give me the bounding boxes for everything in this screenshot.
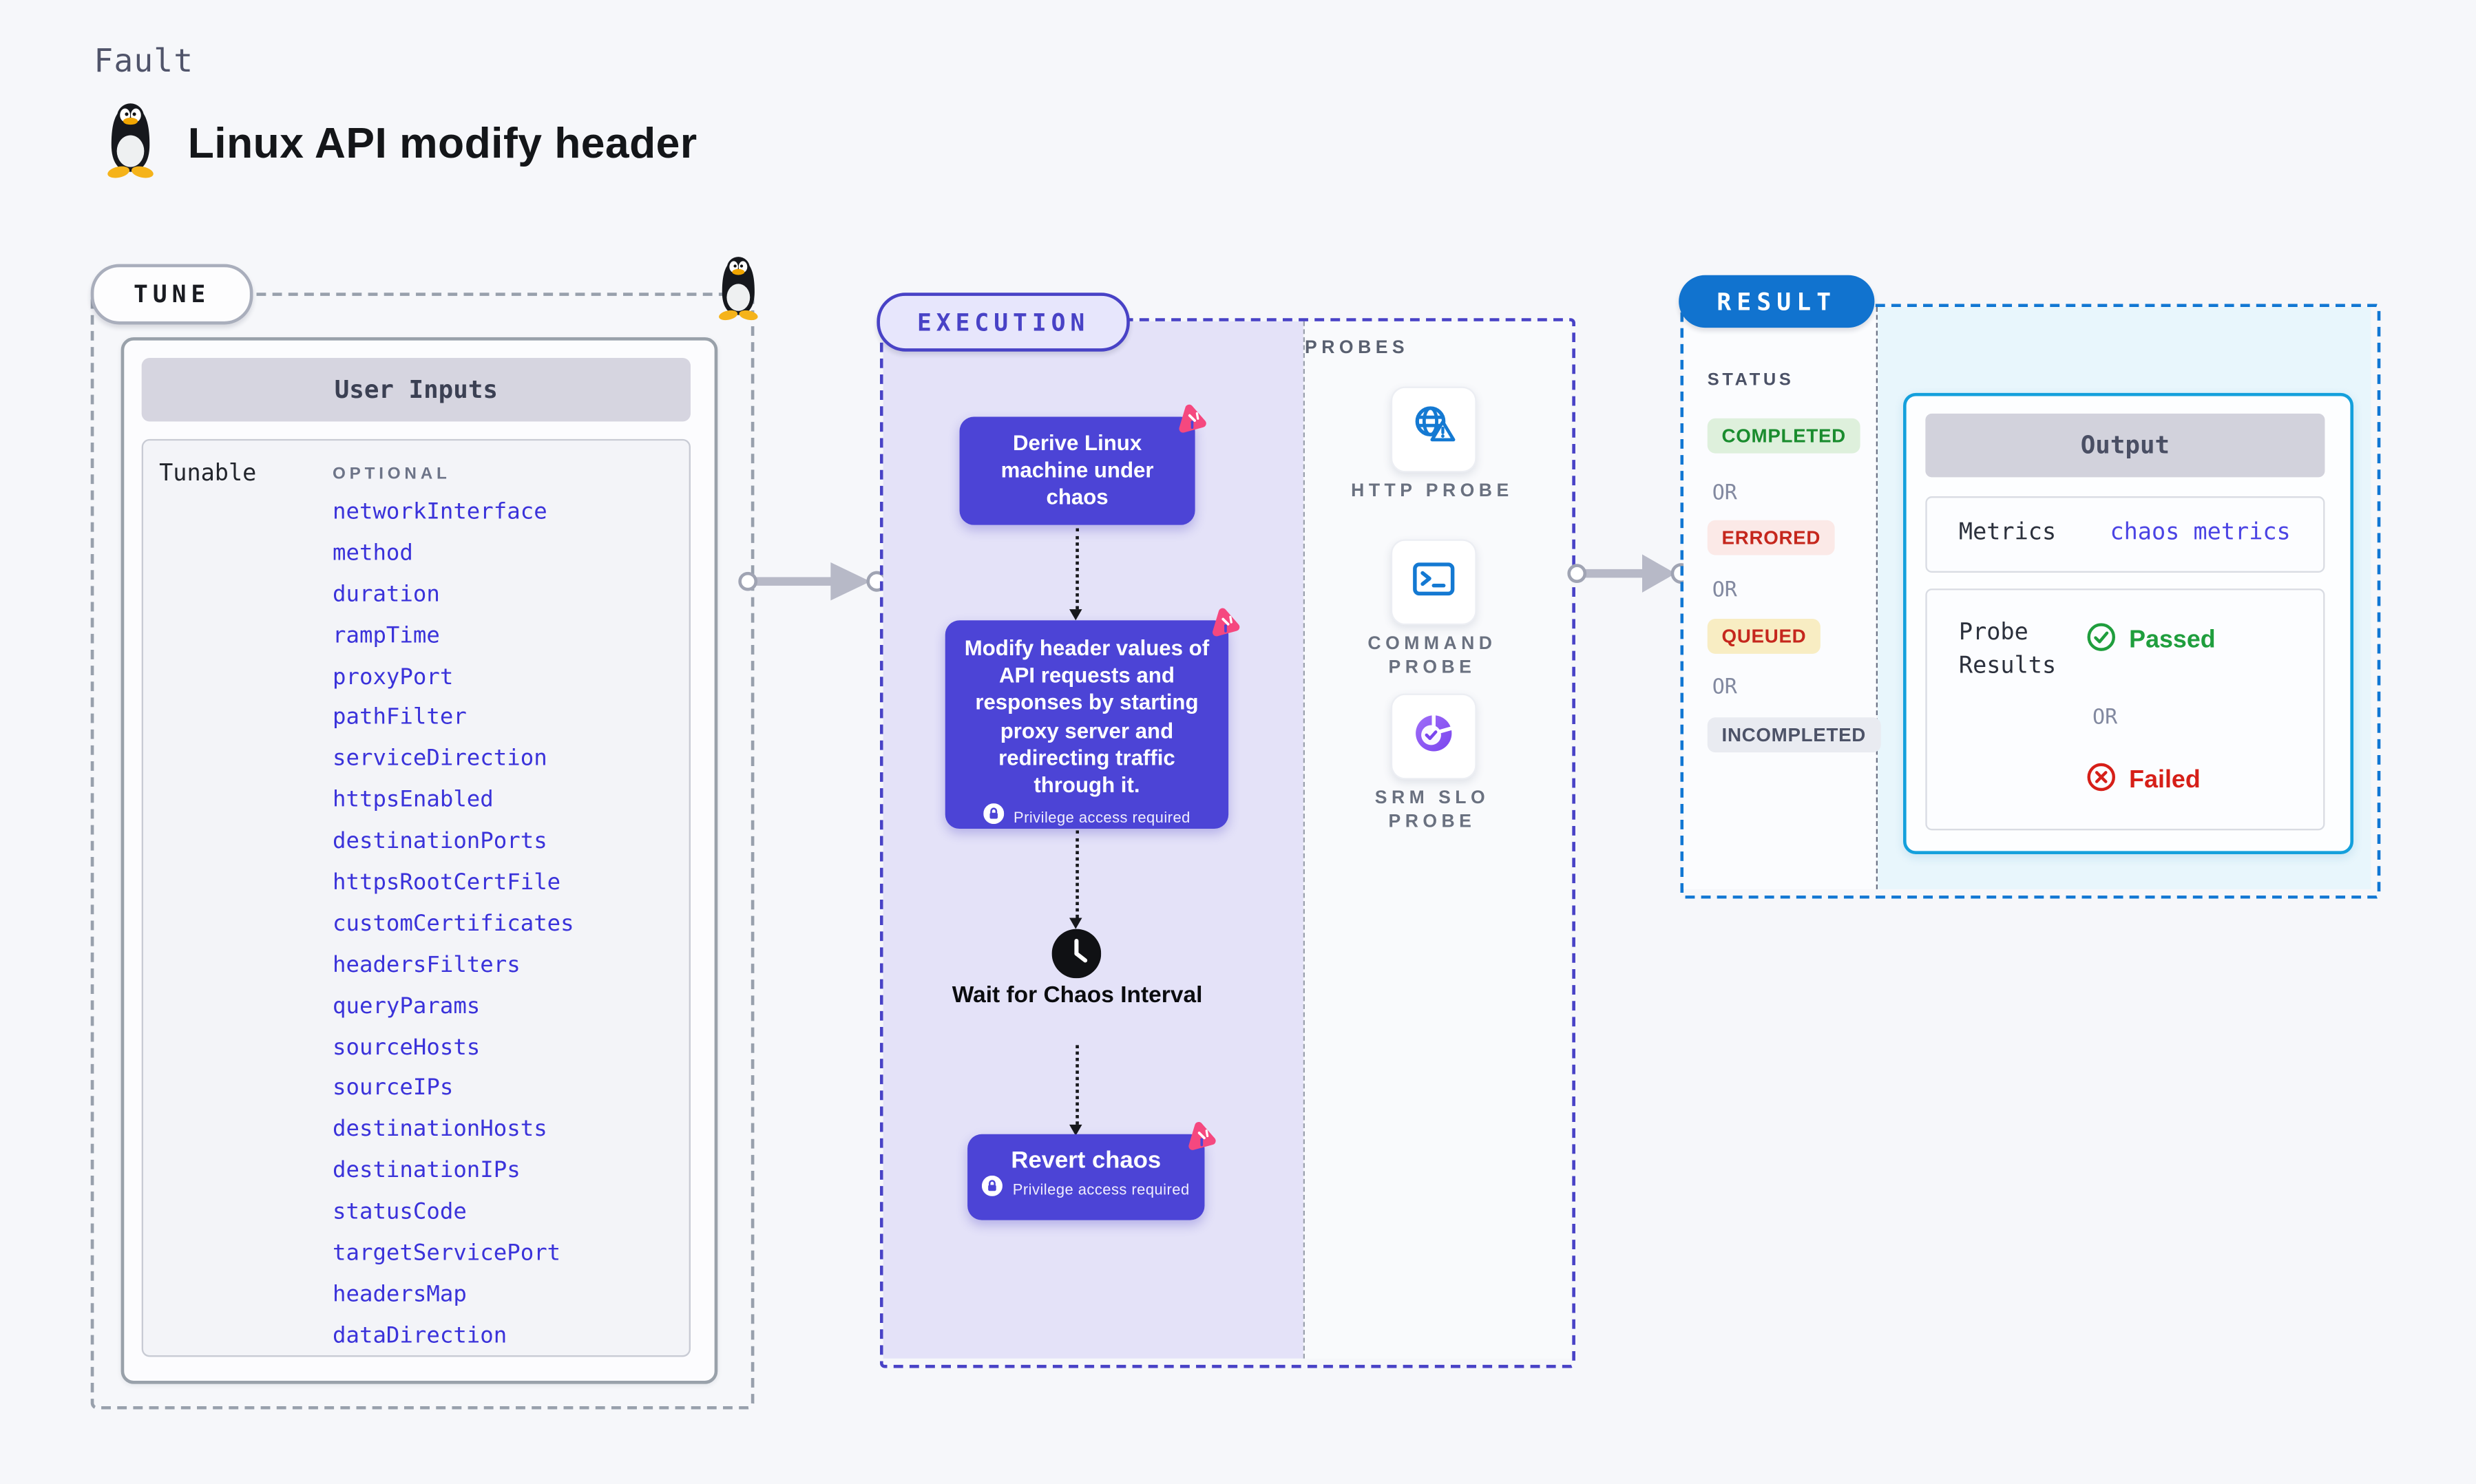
- passed-label: Passed: [2129, 626, 2216, 654]
- tunable-row-label: Tunable: [159, 461, 257, 487]
- slo-donut-icon: [1412, 710, 1456, 763]
- tune-badge: TUNE: [90, 264, 253, 325]
- linux-tux-icon: [98, 102, 162, 186]
- user-inputs-card: User Inputs Tunable OPTIONAL networkInte…: [120, 337, 718, 1384]
- tunable-item[interactable]: serviceDirection: [333, 746, 547, 772]
- metrics-label: Metrics: [1958, 520, 2057, 546]
- x-circle-icon: [2086, 762, 2117, 800]
- chaos-logo-icon: [1209, 606, 1241, 646]
- privilege-note: Privilege access required: [1013, 809, 1190, 827]
- tunable-item[interactable]: httpsRootCertFile: [333, 870, 561, 896]
- chaos-metrics-link[interactable]: chaos metrics: [2110, 520, 2291, 546]
- status-column-label: STATUS: [1707, 370, 1794, 390]
- tunable-item[interactable]: targetServicePort: [333, 1240, 561, 1266]
- execution-probes-divider: [1303, 321, 1305, 1359]
- globe-warning-icon: [1410, 404, 1458, 455]
- tunables-box: Tunable OPTIONAL networkInterface method d…: [141, 438, 691, 1358]
- srm-slo-probe-label: SRM SLO PROBE: [1374, 789, 1490, 832]
- status-badge-queued: QUEUED: [1707, 618, 1821, 654]
- command-probe-label: COMMAND PROBE: [1367, 635, 1497, 678]
- output-card: Output Metrics chaos metrics Probe Resul…: [1903, 392, 2354, 855]
- tunable-item[interactable]: destinationHosts: [333, 1117, 547, 1143]
- status-badge-completed: COMPLETED: [1707, 418, 1860, 454]
- tunable-item[interactable]: headersFilters: [333, 952, 521, 978]
- tunable-item[interactable]: destinationIPs: [333, 1158, 521, 1184]
- or-separator: OR: [1712, 676, 1737, 700]
- privilege-note: Privilege access required: [1012, 1181, 1190, 1199]
- http-probe-label: HTTP PROBE: [1351, 482, 1513, 501]
- title-row: Linux API modify header: [98, 102, 697, 186]
- flow-arrowhead-icon: [1069, 918, 1082, 929]
- tunable-item[interactable]: sourceHosts: [333, 1035, 481, 1061]
- flow-arrowhead-icon: [1069, 609, 1082, 621]
- probes-column-label: PROBES: [1305, 339, 1409, 358]
- tunable-item[interactable]: customCertificates: [333, 911, 574, 937]
- flow-connector: [1076, 528, 1079, 610]
- srm-slo-probe-card: [1390, 693, 1477, 780]
- probes-to-result-arrow: [1567, 554, 1692, 593]
- probe-results-row: Probe Results Passed OR: [1925, 589, 2325, 831]
- lock-icon: [983, 803, 1005, 833]
- tunable-item[interactable]: rampTime: [333, 623, 440, 649]
- tunable-item[interactable]: networkInterface: [333, 499, 547, 525]
- step-modify-header: Modify header values of API requests and…: [945, 608, 1240, 829]
- clock-icon: [1051, 929, 1102, 986]
- tunable-item[interactable]: proxyPort: [333, 664, 454, 690]
- execution-badge: EXECUTION: [877, 293, 1130, 352]
- status-column: [1683, 307, 1876, 889]
- passed-result: Passed: [2086, 622, 2216, 660]
- probes-area: [1305, 321, 1571, 1359]
- tune-panel: [90, 293, 755, 1410]
- http-probe-card: [1390, 386, 1477, 473]
- step-derive-machine: Derive Linux machine under chaos: [959, 404, 1206, 525]
- metrics-row: Metrics chaos metrics: [1925, 496, 2325, 573]
- step-revert-chaos-label: Revert chaos: [1011, 1147, 1162, 1174]
- flow-connector: [1076, 830, 1079, 918]
- flow-connector: [1076, 1045, 1079, 1125]
- probe-results-label: Probe Results: [1958, 620, 2057, 679]
- tunable-item[interactable]: method: [333, 540, 413, 566]
- step-derive-machine-label: Derive Linux machine under chaos: [1000, 431, 1154, 510]
- tunable-item[interactable]: headersMap: [333, 1282, 467, 1308]
- page-title: Linux API modify header: [187, 119, 697, 167]
- optional-column-label: OPTIONAL: [333, 464, 451, 484]
- tunable-item[interactable]: duration: [333, 582, 440, 608]
- user-inputs-header: User Inputs: [141, 357, 691, 422]
- failed-label: Failed: [2129, 766, 2201, 794]
- or-separator: OR: [1712, 579, 1737, 603]
- tunable-item[interactable]: destinationPorts: [333, 829, 547, 855]
- privilege-note-row: Privilege access required: [967, 1176, 1204, 1205]
- lock-icon: [982, 1176, 1003, 1205]
- status-badge-errored: ERRORED: [1707, 520, 1835, 555]
- chaos-logo-icon: [1176, 403, 1208, 443]
- tunable-item[interactable]: statusCode: [333, 1199, 467, 1225]
- privilege-note-row: Privilege access required: [945, 803, 1228, 833]
- status-badge-incompleted: INCOMPLETED: [1707, 717, 1880, 753]
- result-badge: RESULT: [1679, 275, 1875, 328]
- terminal-icon: [1412, 559, 1456, 605]
- tunable-item[interactable]: httpsEnabled: [333, 787, 494, 814]
- flow-arrowhead-icon: [1069, 1124, 1082, 1136]
- fault-kicker: Fault: [94, 41, 194, 80]
- step-modify-header-label: Modify header values of API requests and…: [964, 636, 1210, 797]
- tunables-list: networkInterface method duration rampTime pr…: [333, 493, 574, 1358]
- wait-step-label: Wait for Chaos Interval: [952, 983, 1203, 1009]
- failed-result: Failed: [2086, 762, 2201, 800]
- tunable-item[interactable]: dataDirection: [333, 1323, 507, 1349]
- tunable-item[interactable]: pathFilter: [333, 705, 467, 731]
- or-separator: OR: [2092, 706, 2118, 730]
- status-output-divider: [1876, 307, 1878, 889]
- check-circle-icon: [2086, 622, 2117, 660]
- chaos-logo-icon: [1186, 1120, 1217, 1160]
- step-revert-chaos: Revert chaos Privilege access required: [967, 1121, 1216, 1220]
- tunable-item[interactable]: sourceIPs: [333, 1076, 454, 1102]
- linux-tux-icon-small: [711, 255, 766, 330]
- tune-to-execution-arrow: [738, 562, 888, 601]
- output-header: Output: [1925, 413, 2325, 478]
- or-separator: OR: [1712, 482, 1737, 506]
- tunable-item[interactable]: queryParams: [333, 993, 481, 1019]
- command-probe-card: [1390, 539, 1477, 626]
